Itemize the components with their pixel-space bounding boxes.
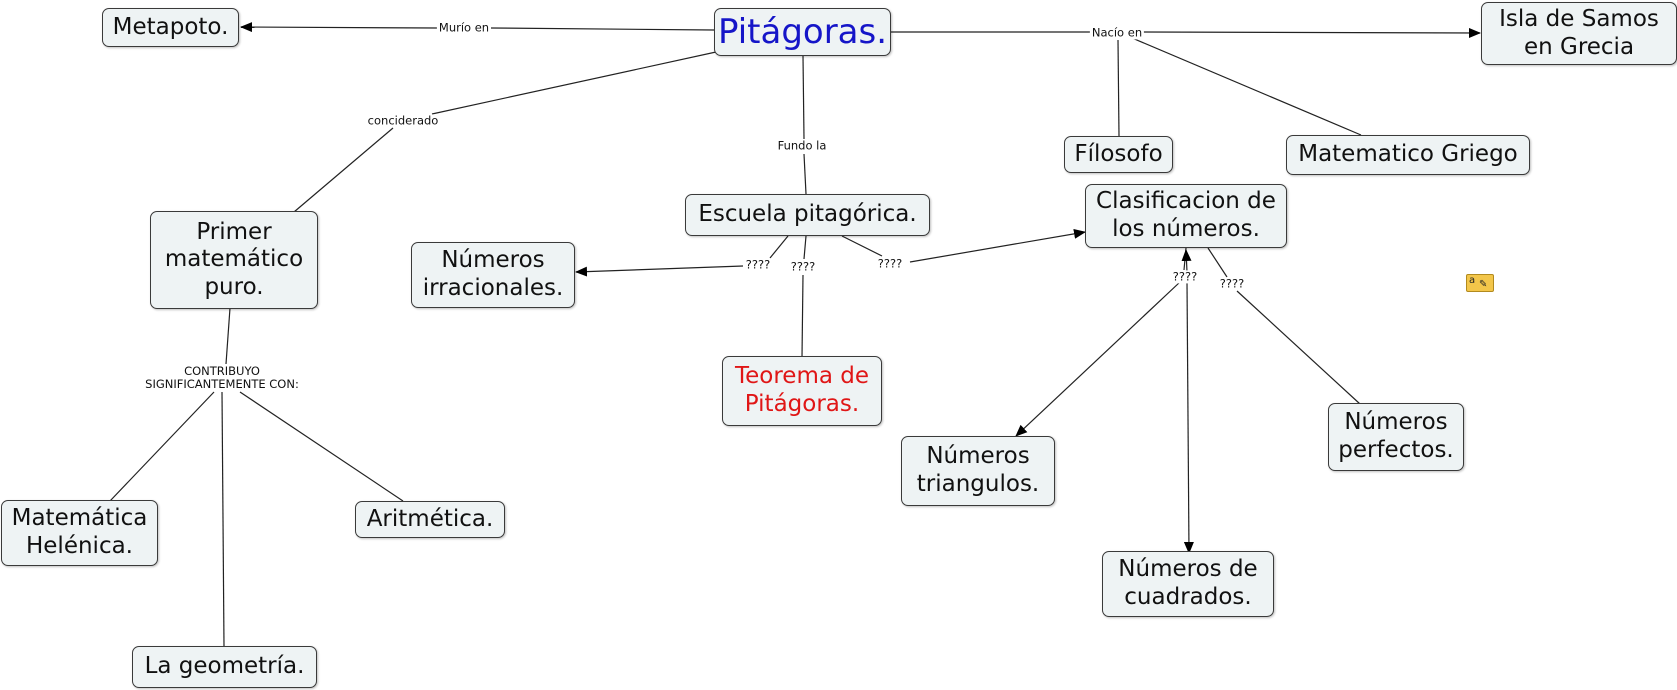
edge-nacio-filosofo [1117,39,1120,137]
node-aritmetica[interactable]: Aritmética. [355,501,505,538]
link-label-q4: ???? [1170,269,1200,284]
node-primer-matematico[interactable]: Primer matemático puro. [150,211,318,309]
edge-conciderado-bottom [293,127,394,213]
edge-q4-triangulos [1015,281,1181,437]
node-cuadrados[interactable]: Números de cuadrados. [1102,551,1274,617]
edge-contribuyo-aritmetica [239,391,404,502]
edge-q1-arrow [575,265,744,277]
edge-q3-arrow [909,228,1086,263]
note-letter-glyph: a [1469,275,1476,286]
edge-q2-top [803,235,807,260]
edge-q4-cuadrados [1183,281,1194,554]
edge-murio [490,27,715,31]
link-label-murio: Murío en [436,20,492,35]
link-label-q3: ???? [875,256,905,271]
edge-q2-bottom [801,274,804,358]
node-matematico-griego[interactable]: Matematico Griego [1286,135,1530,175]
node-isla-de-samos[interactable]: Isla de Samos en Grecia [1481,2,1677,65]
edge-murio-arrow [240,22,438,33]
annotation-note-icon[interactable]: a ✎ [1466,274,1494,292]
node-la-geometria[interactable]: La geometría. [132,646,317,688]
node-matematica-helenica[interactable]: Matemática Helénica. [1,500,158,566]
link-label-nacio: Nacío en [1089,25,1145,40]
link-label-fundo: Fundo la [775,138,829,153]
edge-nacio-griego [1131,37,1362,136]
node-escuela-pitagorica[interactable]: Escuela pitagórica. [685,194,930,236]
node-metapoto[interactable]: Metapoto. [102,8,239,47]
edge-q5-bottom [1236,290,1361,405]
edge-q4-up [1181,249,1192,273]
edge-nacio-arrow [1142,27,1481,38]
node-pitagoras[interactable]: Pitágoras. [714,8,891,56]
node-clasificacion[interactable]: Clasificacion de los números. [1085,184,1287,248]
link-label-conciderado: conciderado [365,113,441,128]
edge-conciderado-top [431,51,717,115]
edge-contribuyo-top [225,307,231,365]
edge-contribuyo-helenica [109,391,215,502]
link-label-q1: ???? [743,257,773,272]
node-triangulos[interactable]: Números triangulos. [901,436,1055,506]
node-irracionales[interactable]: Números irracionales. [411,242,575,308]
link-label-q5: ???? [1217,276,1247,291]
edge-contribuyo-geometria [221,391,225,648]
node-teorema[interactable]: Teorema de Pitágoras. [722,356,882,426]
link-label-q2: ???? [788,259,818,274]
node-perfectos[interactable]: Números perfectos. [1328,403,1464,471]
edge-q1-top [769,235,789,259]
edge-fundo-bottom [803,153,807,195]
node-filosofo[interactable]: Fílosofo [1064,136,1173,173]
link-label-contribuyo: CONTRIBUYO SIGNIFICANTEMENTE CON: [143,363,301,392]
edge-q5-top [1207,247,1228,278]
edge-q3-top [841,235,883,257]
edge-fundo-top [802,55,805,140]
note-pencil-glyph: ✎ [1479,279,1488,290]
